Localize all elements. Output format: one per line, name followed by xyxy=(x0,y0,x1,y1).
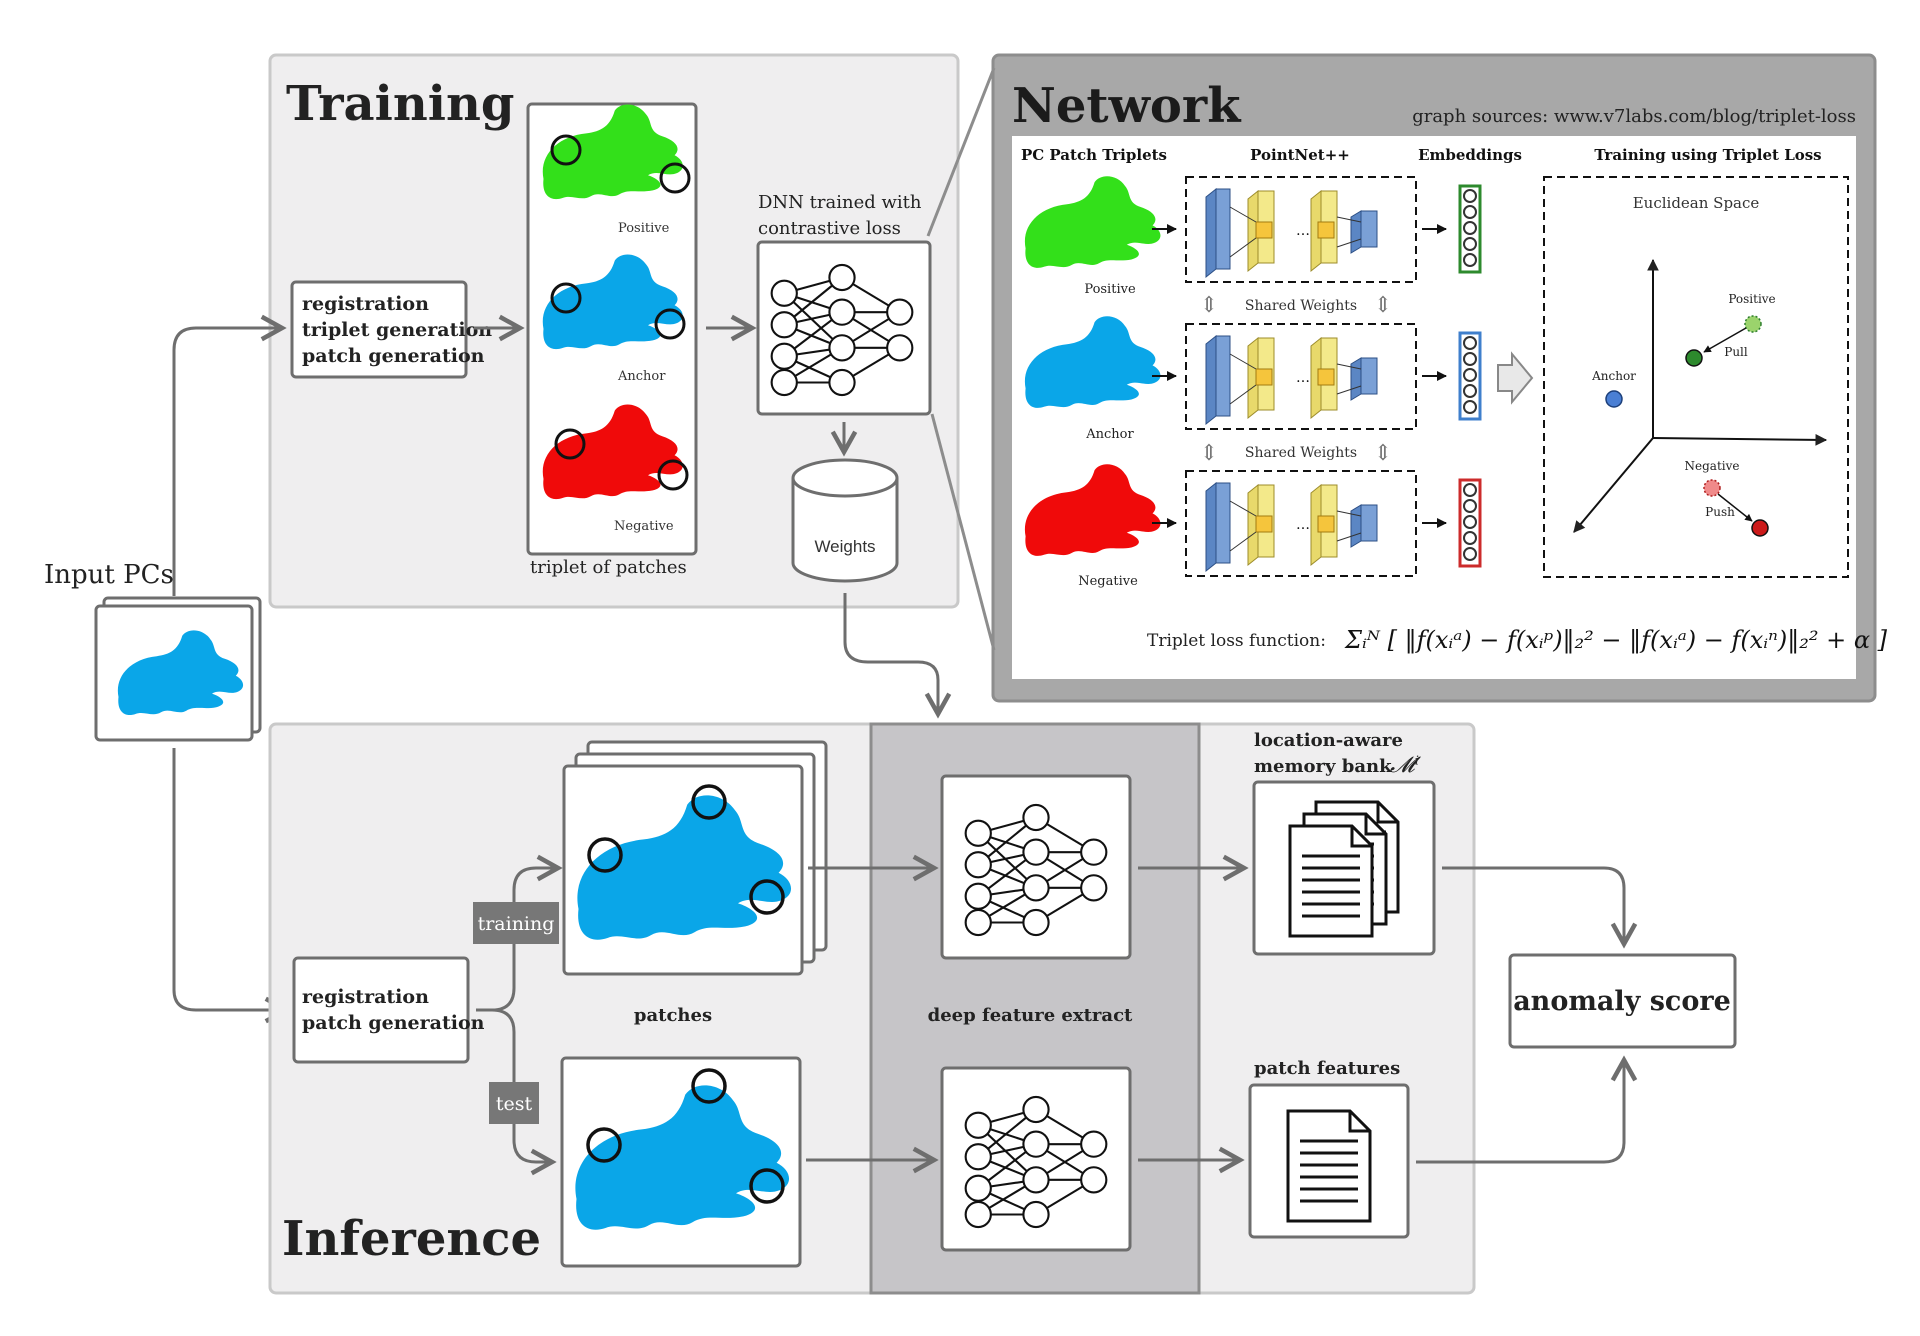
keypoint-marker xyxy=(749,1168,785,1204)
anchor-point xyxy=(1605,390,1623,408)
negative-point xyxy=(1751,519,1769,537)
zoom-connector-top xyxy=(926,67,996,237)
arrow-memory-to-anomaly xyxy=(1442,866,1624,944)
training-prep-box xyxy=(290,280,468,379)
keypoint-marker xyxy=(550,134,582,166)
keypoint-marker xyxy=(659,162,691,194)
keypoint-marker xyxy=(654,308,686,340)
input-label: Input PCs xyxy=(44,560,174,590)
e-positive-label: Positive xyxy=(1728,292,1775,306)
dnn-line-1: DNN trained with xyxy=(758,192,922,213)
e-anchor-label: Anchor xyxy=(1591,369,1636,383)
deep-feature-label: deep feature extract xyxy=(928,1005,1133,1026)
training-title: Training xyxy=(286,76,514,132)
weights-database-icon xyxy=(791,458,899,583)
keypoint-marker xyxy=(691,784,727,820)
patch-features-label: patch features xyxy=(1254,1058,1400,1079)
arrow-weights-to-inference xyxy=(843,593,938,714)
col-embeddings: Embeddings xyxy=(1418,146,1522,164)
axis-z xyxy=(1573,437,1654,533)
feature-extractor-test xyxy=(940,1066,1132,1252)
keypoint-marker xyxy=(749,879,785,915)
embedding-negative xyxy=(1458,478,1482,568)
triplet-caption: triplet of patches xyxy=(530,557,687,578)
tag-test xyxy=(489,1082,539,1124)
col-training: Training using Triplet Loss xyxy=(1594,146,1821,164)
negative-point-ghost xyxy=(1703,479,1721,497)
memory-line-1: location-aware xyxy=(1254,730,1403,751)
loss-formula: Σᵢᴺ [ ‖f(xᵢᵃ) − f(xᵢᵖ)‖₂² − ‖f(xᵢᵃ) − f(… xyxy=(1344,626,1888,655)
arrow-input-to-inference xyxy=(172,748,286,1010)
keypoint-marker xyxy=(587,837,623,873)
shared-weights-1: Shared Weights xyxy=(1245,298,1357,314)
tag-training-label: training xyxy=(478,913,555,935)
positive-label: Positive xyxy=(618,221,670,236)
double-arrow-icon: ⇕ xyxy=(1374,441,1392,466)
dnn-box xyxy=(756,240,932,416)
embedding-anchor xyxy=(1458,331,1482,421)
feature-document-icon xyxy=(1286,1109,1372,1223)
embed-to-space-arrow-icon xyxy=(1497,351,1534,405)
net-positive-label: Positive xyxy=(1084,282,1136,297)
double-arrow-icon: ⇕ xyxy=(1374,293,1392,318)
shared-weights-2: Shared Weights xyxy=(1245,445,1357,461)
memory-document-icon xyxy=(1288,824,1374,938)
network-title: Network xyxy=(1012,78,1242,134)
positive-point-ghost xyxy=(1744,315,1762,333)
keypoint-marker xyxy=(554,428,586,460)
positive-point xyxy=(1685,349,1703,367)
axis-x xyxy=(1652,434,1828,446)
inference-prep-line-2: patch generation xyxy=(302,1012,485,1034)
training-prep-line-1: registration xyxy=(302,293,429,315)
inference-title: Inference xyxy=(282,1211,541,1267)
anomaly-score-box xyxy=(1508,953,1737,1049)
double-arrow-icon: ⇕ xyxy=(1200,293,1218,318)
e-negative-label: Negative xyxy=(1685,459,1740,473)
loss-label: Triplet loss function: xyxy=(1147,631,1326,651)
weights-label: Weights xyxy=(814,537,875,556)
double-arrow-icon: ⇕ xyxy=(1200,441,1218,466)
col-pointnet: PointNet++ xyxy=(1250,146,1350,164)
anomaly-score-label: anomaly score xyxy=(1513,986,1731,1017)
pull-arrow xyxy=(1703,327,1747,353)
inference-prep-line-1: registration xyxy=(302,986,429,1008)
dnn-line-2: contrastive loss xyxy=(758,218,901,239)
memory-symbol: 𝓜ⁱ xyxy=(1390,753,1421,778)
net-anchor-label: Anchor xyxy=(1085,427,1134,442)
arrow-input-to-training xyxy=(172,328,282,596)
push-arrow xyxy=(1717,493,1753,522)
negative-label: Negative xyxy=(614,519,674,534)
col-triplets: PC Patch Triplets xyxy=(1021,146,1167,164)
embedding-positive xyxy=(1458,184,1482,274)
anchor-label: Anchor xyxy=(617,369,666,384)
arrow-features-to-anomaly xyxy=(1416,1060,1624,1164)
patches-label: patches xyxy=(634,1005,712,1026)
pull-label: Pull xyxy=(1724,345,1748,359)
keypoint-marker xyxy=(691,1068,727,1104)
inference-prep-box xyxy=(292,956,470,1064)
keypoint-marker xyxy=(657,459,689,491)
training-prep-line-3: patch generation xyxy=(302,345,485,367)
keypoint-marker xyxy=(550,282,582,314)
tag-training xyxy=(473,902,559,944)
tag-test-label: test xyxy=(496,1093,533,1115)
training-prep-line-2: triplet generation xyxy=(302,319,492,341)
network-source: graph sources: www.v7labs.com/blog/tripl… xyxy=(1412,106,1856,127)
memory-line-2: memory bank xyxy=(1254,756,1392,777)
push-label: Push xyxy=(1705,505,1735,519)
zoom-connector-bottom xyxy=(930,413,996,651)
keypoint-marker xyxy=(586,1127,622,1163)
net-negative-label: Negative xyxy=(1078,574,1138,589)
feature-extractor-training xyxy=(940,774,1132,960)
euclidean-label: Euclidean Space xyxy=(1633,194,1760,212)
